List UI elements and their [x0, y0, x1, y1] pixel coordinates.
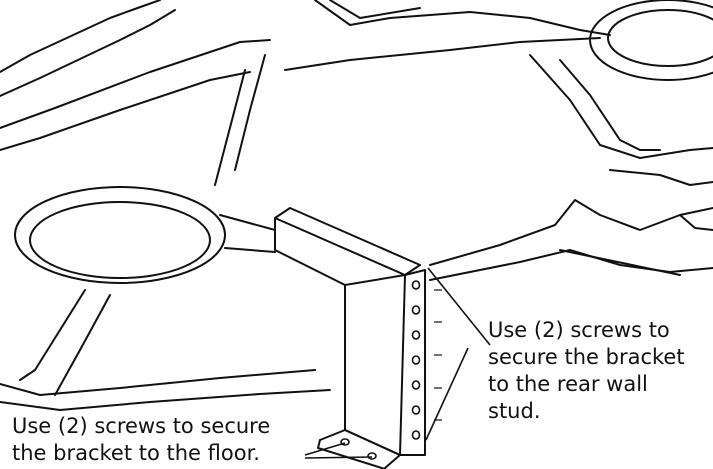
upper-right-rail: [284, 37, 601, 71]
top-ring-rail-inner: [329, 0, 421, 19]
left-vertical-rail-b: [234, 54, 266, 171]
leader-lines: [304, 267, 491, 459]
floor-callout-line-1: Use (2) screws to secure: [10, 413, 273, 440]
left-hub: [14, 186, 226, 284]
wall-screw-holes: [411, 280, 421, 440]
right-arm-cross: [559, 249, 681, 276]
stud-dash-marks: [434, 289, 442, 421]
bracket-top-plate: [274, 207, 421, 276]
wall-callout-line-1: Use (2) screws to: [488, 318, 670, 342]
right-arm: [429, 199, 713, 266]
lower-left-rail-b: [54, 294, 111, 396]
top-right-hub-outer: [589, 0, 713, 81]
lower-left-floor: [0, 369, 316, 396]
bracket-top-face: [274, 217, 406, 286]
lower-left-rail: [19, 289, 86, 381]
top-left-rail-inner: [0, 9, 176, 97]
floor-leader-line: [304, 442, 346, 456]
wall-callout-line-2: secure the bracket: [488, 345, 685, 369]
wall-stud-callout: Use (2) screws to secure the bracket to …: [488, 317, 685, 425]
top-left-rail: [0, 0, 161, 73]
top-right-hub: [607, 9, 713, 67]
left-hub-inner: [29, 201, 211, 279]
left-hub-arm-b: [224, 247, 276, 253]
right-flange: [599, 144, 713, 159]
left-vertical-rail: [214, 69, 246, 186]
wall-leader-line-b: [425, 347, 469, 441]
bracket-foot: [319, 429, 401, 469]
top-ring-rail: [314, 0, 611, 36]
bracket-flange: [399, 269, 426, 456]
wall-callout-line-4: stud.: [488, 399, 541, 423]
bracket-stem: [344, 274, 406, 456]
floor-callout-line-2: the bracket to the floor.: [10, 440, 262, 467]
lower-left-floor-b: [0, 389, 331, 411]
right-diagonal: [559, 59, 661, 151]
wall-callout-line-3: to the rear wall: [488, 372, 648, 396]
right-arm-b: [429, 249, 713, 281]
right-flange-b: [609, 169, 713, 186]
right-diagonal-b: [529, 54, 601, 146]
right-arm-end: [679, 214, 713, 231]
left-hub-arm: [219, 214, 276, 231]
floor-callout: Use (2) screws to secure the bracket to …: [10, 413, 273, 467]
floor-leader-line-b: [304, 456, 373, 459]
bracket-foot-b: [317, 439, 386, 469]
upper-left-diagonal: [0, 39, 271, 129]
wall-leader-line: [427, 267, 491, 346]
upper-left-diagonal-b: [0, 71, 251, 151]
